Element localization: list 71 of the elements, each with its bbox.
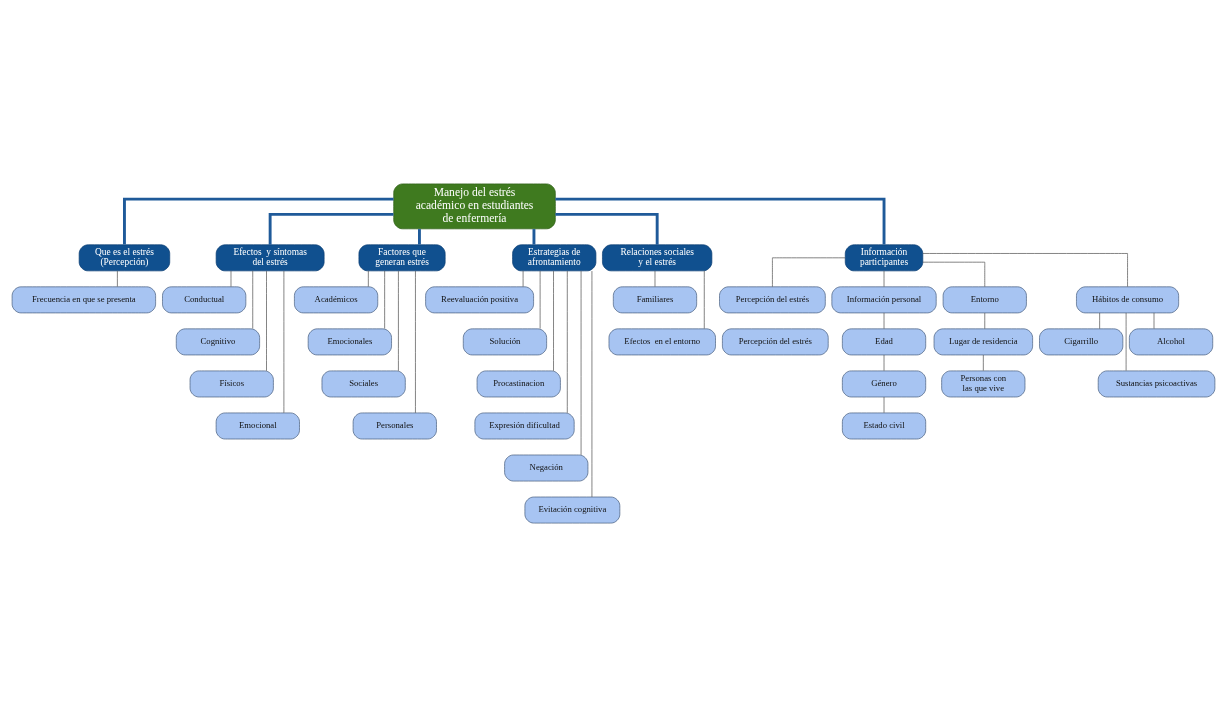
node-box: Familiares — [612, 286, 698, 314]
connector — [566, 270, 568, 414]
node-box: Emocional — [215, 412, 300, 440]
node-box: Entorno — [942, 286, 1027, 314]
connector — [883, 354, 885, 372]
node-box: Sustancias psicoactivas — [1097, 370, 1216, 398]
connector — [772, 257, 846, 288]
node-box: Relaciones sociales y el estrés — [602, 244, 713, 272]
connector — [591, 270, 593, 498]
connector — [984, 312, 986, 330]
node-box: Lugar de residencia — [933, 328, 1033, 356]
connector — [252, 270, 254, 329]
node-box: Efectos y síntomas del estrés — [215, 244, 325, 272]
connector — [580, 270, 582, 456]
node-box: Frecuencia en que se presenta — [11, 286, 156, 314]
connector — [418, 229, 421, 245]
node-box: Evitación cognitiva — [524, 496, 621, 524]
node-box: Reevaluación positiva — [425, 286, 534, 314]
connector — [230, 270, 232, 288]
connector — [883, 312, 885, 330]
connector — [415, 270, 416, 414]
connector — [883, 270, 885, 288]
connector — [539, 270, 541, 329]
node-box: Académicos — [294, 286, 379, 314]
connector — [367, 270, 369, 288]
connector — [883, 396, 885, 414]
node-box: Estado civil — [842, 412, 927, 440]
node-box: Solución — [462, 328, 547, 356]
node-box: Información personal — [831, 286, 937, 314]
connector — [123, 197, 394, 245]
node-box: Físicos — [189, 370, 274, 398]
node-box: Personas con las que vive — [941, 370, 1026, 398]
node-box: Percepción del estrés — [722, 328, 829, 356]
node-box: Edad — [842, 328, 927, 356]
connector — [384, 270, 385, 329]
node-box: Sociales — [321, 370, 406, 398]
node-box: Percepción del estrés — [719, 286, 826, 314]
node-box: Género — [842, 370, 927, 398]
connector — [268, 212, 394, 245]
connector — [922, 261, 986, 288]
node-box: Manejo del estrés académico en estudiantes de enfermería — [393, 183, 556, 230]
connector — [266, 270, 267, 372]
node-box: Negación — [504, 454, 589, 482]
connector — [1125, 312, 1127, 371]
connector — [283, 270, 285, 414]
node-box: Que es el estrés (Percepción) — [78, 244, 171, 272]
connector — [922, 253, 1128, 288]
node-box: Estrategias de afrontamiento — [512, 244, 597, 272]
connector — [555, 212, 659, 245]
node-box: Conductual — [162, 286, 247, 314]
node-box: Cognitivo — [175, 328, 260, 356]
node-box: Personales — [352, 412, 437, 440]
connector — [553, 270, 554, 372]
node-box: Procastinacion — [476, 370, 561, 398]
connector — [1153, 312, 1155, 330]
node-box: Hábitos de consumo — [1076, 286, 1179, 314]
connector — [982, 354, 984, 372]
connector — [117, 270, 118, 288]
node-box: Información participantes — [844, 244, 924, 272]
node-box: Emocionales — [307, 328, 392, 356]
connector — [555, 197, 886, 245]
node-box: Alcohol — [1129, 328, 1214, 356]
connector — [1099, 312, 1100, 330]
connector — [398, 270, 399, 372]
node-box: Cigarrillo — [1039, 328, 1124, 356]
node-box: Factores que generan estrés — [358, 244, 446, 272]
node-box: Efectos en el entorno — [608, 328, 716, 356]
connector — [654, 270, 656, 288]
node-box: Expresión dificultad — [474, 412, 575, 440]
connector — [522, 270, 524, 288]
connector — [703, 270, 705, 329]
